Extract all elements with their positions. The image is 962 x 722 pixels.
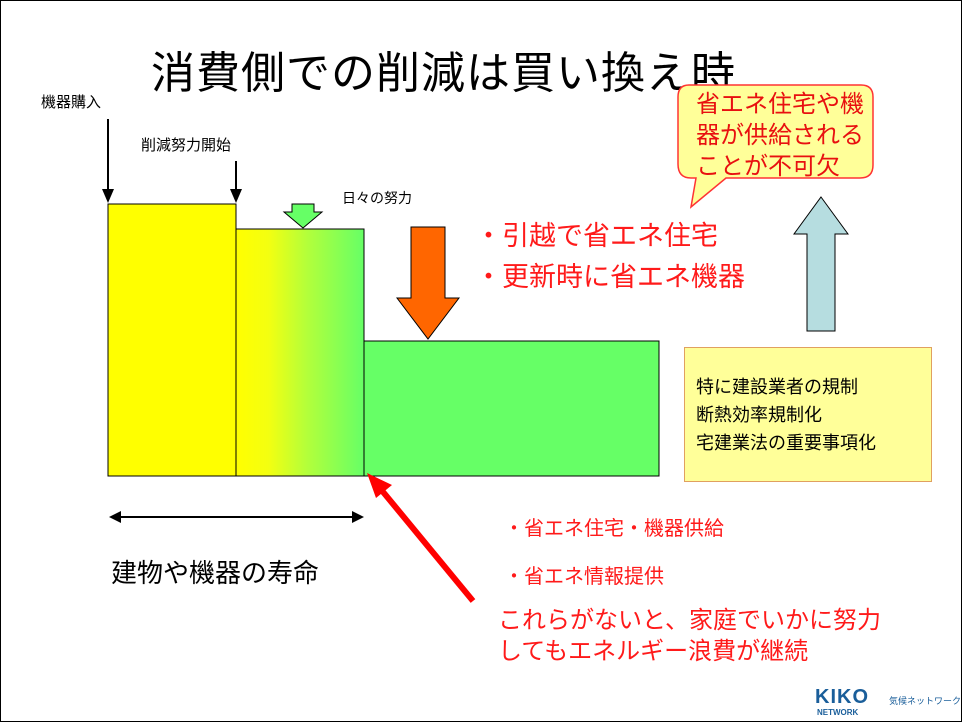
bullet-information: ・省エネ情報提供	[504, 564, 664, 588]
logo-jp: 気候ネットワーク	[889, 697, 962, 707]
daily-effort-label: 日々の努力	[342, 191, 412, 207]
kiko-network-logo: KIKO NETWORK 気候ネットワーク	[813, 686, 961, 718]
regulation-line: 特に建設業者の規制	[696, 377, 858, 398]
daily-effort-big-arrow	[395, 226, 461, 340]
block-yellow	[107, 203, 237, 477]
bullet-move-house: ・引越で省エネ住宅	[475, 221, 718, 252]
purchase-label: 機器購入	[41, 93, 102, 111]
regulation-line: 断熱効率規制化	[696, 405, 822, 426]
conclusion-line: これらがないと、家庭でいかに努力	[498, 606, 882, 634]
bullet-renew-device: ・更新時に省エネ機器	[475, 262, 745, 293]
regulation-line: 宅建業法の重要事項化	[696, 433, 876, 454]
callout-text: 省エネ住宅や機 器が供給される ことが不可欠	[696, 89, 864, 182]
slide-title: 消費側での削減は買い換え時	[151, 48, 736, 99]
purchase-arrow	[102, 119, 114, 203]
bullet-supply: ・省エネ住宅・機器供給	[504, 516, 724, 540]
start-effort-label: 削減努力開始	[141, 136, 232, 154]
conclusion-line: してもエネルギー浪費が継続	[498, 637, 809, 665]
block-green	[363, 340, 660, 477]
callout-bubble	[677, 84, 874, 209]
red-pointer-arrow	[367, 473, 476, 603]
regulation-box: 特に建設業者の規制 断熱効率規制化 宅建業法の重要事項化	[684, 347, 932, 482]
callout-line: 器が供給される	[696, 121, 864, 149]
lifetime-label: 建物や機器の寿命	[111, 559, 320, 589]
callout-line: 省エネ住宅や機	[696, 90, 864, 118]
start-effort-arrow	[230, 161, 242, 203]
daily-effort-small-arrow	[282, 203, 324, 229]
logo-sub: NETWORK	[817, 708, 859, 717]
conclusion-text: これらがないと、家庭でいかに努力 してもエネルギー浪費が継続	[498, 605, 881, 667]
lifetime-double-arrow	[109, 511, 364, 523]
supply-up-arrow	[793, 196, 849, 332]
callout-line: ことが不可欠	[696, 152, 840, 180]
block-gradient	[235, 228, 365, 477]
logo-main: KIKO	[815, 686, 869, 708]
